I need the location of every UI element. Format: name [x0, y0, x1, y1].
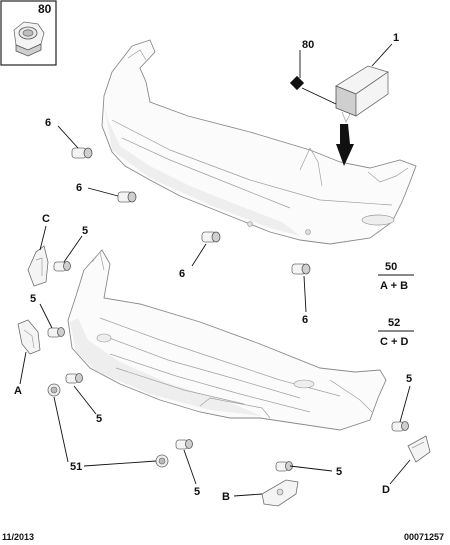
legend-52-number: 52: [388, 317, 400, 329]
control-module: [335, 65, 389, 123]
callout-6-c: 6: [179, 268, 185, 280]
nut-icon: [13, 21, 45, 57]
footer-reference: 00071257: [404, 532, 444, 542]
callout-1: 1: [393, 32, 399, 44]
rear-sensor-1: [71, 147, 93, 159]
legend-52: 52 C + D: [378, 317, 414, 348]
front-sensor-3: [65, 373, 83, 384]
callout-5-b: 5: [30, 293, 36, 305]
callout-a: A: [14, 385, 22, 397]
callout-51: 51: [70, 461, 82, 473]
callout-5-f: 5: [406, 373, 412, 385]
rear-sensor-3: [201, 231, 221, 243]
legend-50-combo: A + B: [380, 280, 408, 292]
front-sensor-2: [47, 327, 65, 338]
callout-6-d: 6: [302, 314, 308, 326]
front-sensor-4: [175, 439, 193, 450]
bracket-d: [407, 435, 431, 463]
inset-box: 80: [0, 0, 57, 66]
inset-label: 80: [38, 2, 52, 16]
front-bumper: [67, 249, 387, 431]
sensor-ring-1: [47, 383, 61, 397]
callout-b: B: [222, 491, 230, 503]
callout-80: 80: [302, 39, 314, 51]
callout-5-d: 5: [194, 486, 200, 498]
footer-date: 11/2013: [2, 532, 34, 542]
nut-marker-icon: [289, 75, 305, 91]
legend-50-number: 50: [385, 261, 397, 273]
arrow-down-icon: [336, 124, 354, 166]
callout-5-a: 5: [82, 225, 88, 237]
callout-d: D: [382, 484, 390, 496]
bracket-c: [27, 245, 49, 287]
callout-6-b: 6: [76, 182, 82, 194]
front-sensor-1: [53, 261, 71, 272]
bracket-b: [261, 479, 299, 507]
legend-50: 50 A + B: [378, 261, 414, 292]
rear-sensor-4: [291, 263, 311, 275]
callout-6-a: 6: [45, 117, 51, 129]
callout-5-e: 5: [336, 466, 342, 478]
rear-sensor-2: [117, 191, 137, 203]
front-sensor-5: [275, 461, 293, 472]
callout-c: C: [42, 213, 50, 225]
callout-5-c: 5: [96, 413, 102, 425]
leader-lines: [19, 43, 411, 497]
legend-52-combo: C + D: [380, 336, 408, 348]
front-sensor-6: [391, 421, 409, 432]
sensor-ring-2: [155, 454, 169, 468]
rear-bumper: [101, 39, 417, 245]
bracket-a: [17, 319, 41, 355]
